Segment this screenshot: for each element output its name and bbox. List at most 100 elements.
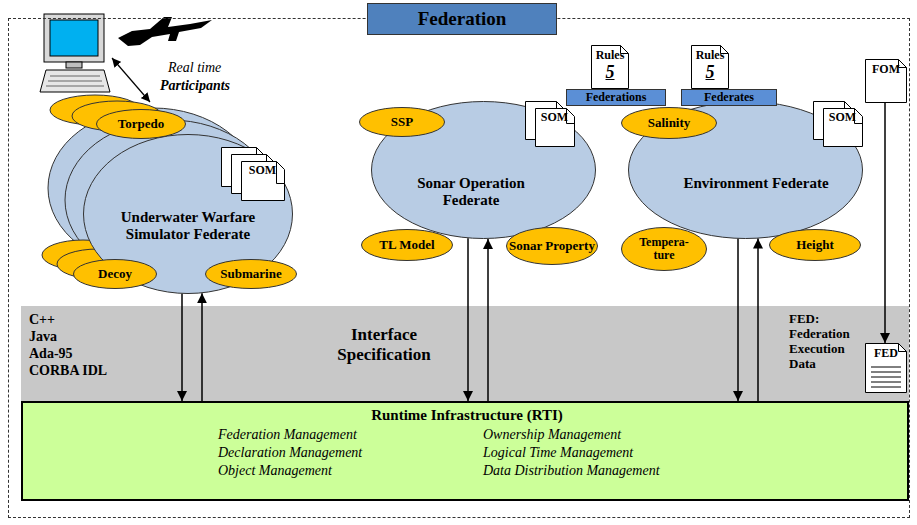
node-label: Decoy xyxy=(98,267,132,281)
federate-name: Environment Federate xyxy=(681,175,831,192)
text-line xyxy=(871,367,901,368)
outline xyxy=(629,102,863,239)
outline xyxy=(622,228,707,271)
node-label: Rules xyxy=(696,49,725,63)
node-label: 5 xyxy=(706,63,715,81)
language-name: Java xyxy=(29,329,57,346)
text-area: Federates xyxy=(682,90,776,105)
text-line xyxy=(871,382,901,383)
page xyxy=(592,46,629,89)
federate-name: Sonar Operation Federate xyxy=(401,175,541,210)
text-line xyxy=(871,387,901,388)
text-line xyxy=(871,377,901,378)
fold xyxy=(277,162,285,184)
service-name: Federation Management xyxy=(218,427,357,443)
text-area: SSP xyxy=(361,109,443,135)
som-document: SOM xyxy=(813,101,863,147)
node-label: FED xyxy=(874,347,898,360)
rti-band: Runtime Infrastructure (RTI) Federation M… xyxy=(21,401,909,501)
fed-note: FED: Federation Execution Data xyxy=(789,312,863,372)
participant-label: Real time xyxy=(168,60,221,76)
node-label: TL Model xyxy=(379,238,434,252)
object-ellipse: Tempera- ture xyxy=(621,227,707,271)
outline xyxy=(362,230,453,261)
object-ellipse: SSP xyxy=(359,107,445,137)
federate-name: Underwater Warfare Simulator Federate xyxy=(113,209,263,244)
object-ellipse: TL Model xyxy=(361,229,453,261)
node-label: Height xyxy=(796,238,834,252)
connector-arrow xyxy=(467,238,469,401)
object-ellipse: Decoy xyxy=(73,259,157,289)
rules-bar: Federations xyxy=(566,89,666,106)
federate-ellipse: Underwater Warfare Simulator FederateTor… xyxy=(83,134,293,294)
node-label: Federations xyxy=(586,90,647,105)
node-label: Torpedo xyxy=(118,117,164,131)
node-label: SOM xyxy=(829,111,856,124)
service-name: Declaration Management xyxy=(218,445,362,461)
page xyxy=(866,60,907,103)
node-label: Rules xyxy=(596,49,625,63)
language-name: C++ xyxy=(29,312,55,329)
connector-arrow xyxy=(884,103,886,343)
outline xyxy=(770,230,861,261)
page xyxy=(824,109,863,147)
text-area: SOM xyxy=(242,164,283,199)
node-label: SOM xyxy=(541,111,568,124)
som-document: SOM xyxy=(221,147,285,201)
text-area: SOM xyxy=(824,111,861,145)
node-label: Sonar Property xyxy=(509,239,595,253)
service-name: Logical Time Management xyxy=(483,445,633,461)
text-area: FOM xyxy=(867,61,905,101)
service-name: Data Distribution Management xyxy=(483,463,660,479)
rules-bar: Federates xyxy=(681,89,777,106)
object-ellipse: Salinity xyxy=(621,107,717,139)
computer-icon xyxy=(40,14,110,92)
title-box: Federation xyxy=(367,3,557,35)
rti-title: Runtime Infrastructure (RTI) xyxy=(23,407,911,424)
connector-arrow xyxy=(201,293,203,401)
outline xyxy=(84,135,293,294)
outline xyxy=(206,260,297,289)
node-label: FOM xyxy=(872,63,900,76)
text-area: Rules5 xyxy=(593,47,627,87)
rules-document: Rules5 xyxy=(691,45,729,89)
outline xyxy=(372,102,596,239)
object-ellipse: Submarine xyxy=(205,259,297,289)
text-line xyxy=(871,372,901,373)
fom-document: FOM xyxy=(865,59,907,103)
keys xyxy=(46,76,104,86)
text-area: FED xyxy=(867,345,905,363)
object-ellipse: Torpedo xyxy=(96,109,186,139)
outline xyxy=(507,228,598,265)
node-label: SOM xyxy=(249,164,276,177)
text-area: SOM xyxy=(536,111,573,145)
service-name: Ownership Management xyxy=(483,427,621,443)
node-label: Submarine xyxy=(220,267,281,281)
language-name: CORBA IDL xyxy=(29,363,107,380)
page xyxy=(866,344,907,393)
monitor xyxy=(44,14,104,62)
federation-frame: FederationUnderwater Warfare Simulator F… xyxy=(8,18,910,518)
rules-document: Rules5 xyxy=(591,45,629,89)
stand xyxy=(66,62,82,68)
jet-silhouette xyxy=(118,17,212,46)
outline xyxy=(360,108,445,137)
participant-label: Participants xyxy=(160,78,230,94)
page xyxy=(242,162,285,201)
text-area: Decoy xyxy=(75,261,155,287)
connector-arrow xyxy=(181,294,183,401)
text-area: Sonar Property xyxy=(508,229,596,263)
page xyxy=(536,109,575,147)
node-label: Salinity xyxy=(648,116,691,130)
node-label: SSP xyxy=(391,115,413,129)
text-area: TL Model xyxy=(363,231,451,259)
keyboard xyxy=(40,70,110,92)
page xyxy=(692,46,729,89)
connector-arrow xyxy=(737,239,739,401)
connector-arrow xyxy=(757,239,759,401)
text-area: Height xyxy=(771,231,859,259)
object-ellipse: Height xyxy=(769,229,861,261)
service-name: Object Management xyxy=(218,463,332,479)
outline xyxy=(97,110,186,139)
